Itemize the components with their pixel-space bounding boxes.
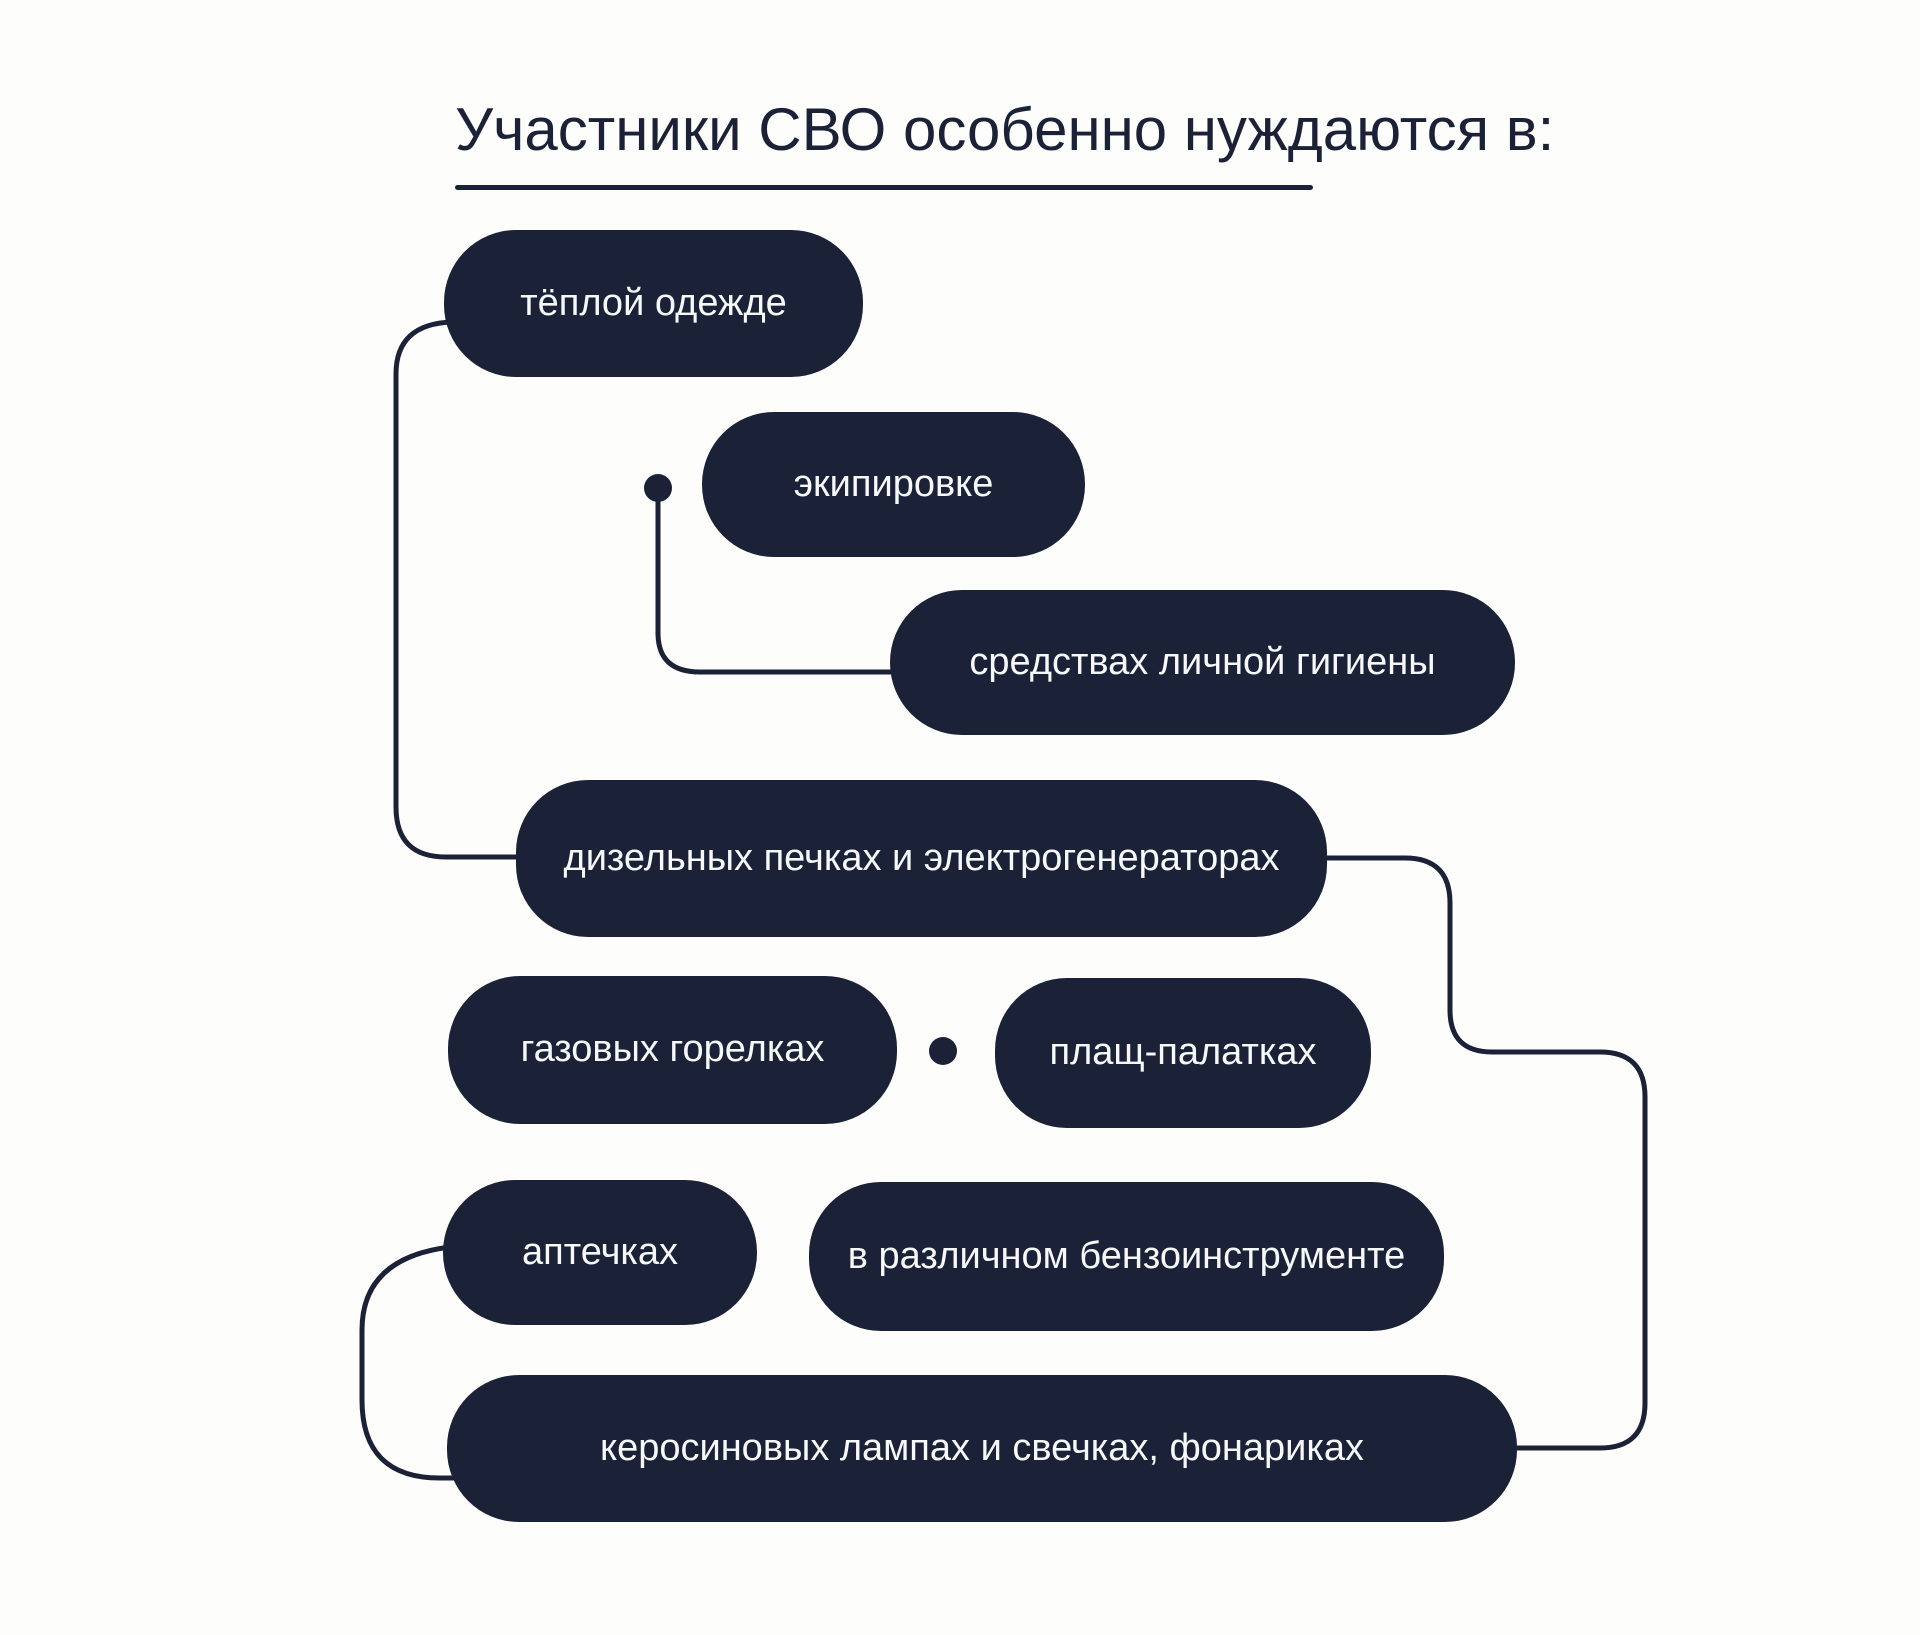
node-personal-hygiene-label: средствах личной гигиены — [969, 640, 1436, 683]
node-first-aid-kits: аптечках — [443, 1180, 757, 1325]
connector-dot-to-hygiene — [655, 498, 910, 675]
node-lamps-candles-flashlights: керосиновых лампах и свечках, фонариках — [447, 1375, 1517, 1522]
node-warm-clothing-label: тёплой одежде — [520, 281, 787, 324]
node-tent-capes: плащ-палатках — [995, 978, 1371, 1128]
node-stoves-and-generators: дизельных печках и электрогенераторах — [516, 780, 1327, 937]
connector-dot-burners-tents — [929, 1037, 957, 1065]
connector-firstaid-to-lamps — [359, 1244, 470, 1481]
node-stoves-and-generators-label: дизельных печках и электрогенераторах — [563, 836, 1280, 879]
node-gas-burners-label: газовых горелках — [520, 1028, 825, 1071]
node-equipment: экипировке — [702, 412, 1085, 557]
connector-warm-to-stoves — [393, 319, 530, 860]
node-lamps-candles-flashlights-label: керосиновых лампах и свечках, фонариках — [600, 1426, 1364, 1469]
node-tent-capes-label: плащ-палатках — [1049, 1031, 1317, 1074]
node-gas-burners: газовых горелках — [448, 976, 897, 1124]
node-petrol-tools-label: в различном бензоинструменте — [847, 1234, 1406, 1277]
page-title: Участники СВО особенно нуждаются в: — [455, 96, 1555, 163]
node-petrol-tools: в различном бензоинструменте — [809, 1182, 1444, 1331]
node-warm-clothing: тёплой одежде — [444, 230, 863, 377]
node-equipment-label: экипировке — [793, 462, 994, 505]
node-first-aid-kits-label: аптечках — [522, 1230, 678, 1273]
connector-stoves-to-lamps — [1320, 855, 1648, 1451]
node-personal-hygiene: средствах личной гигиены — [890, 590, 1515, 735]
connector-dot-equipment — [644, 474, 672, 502]
title-underline — [455, 185, 1313, 190]
